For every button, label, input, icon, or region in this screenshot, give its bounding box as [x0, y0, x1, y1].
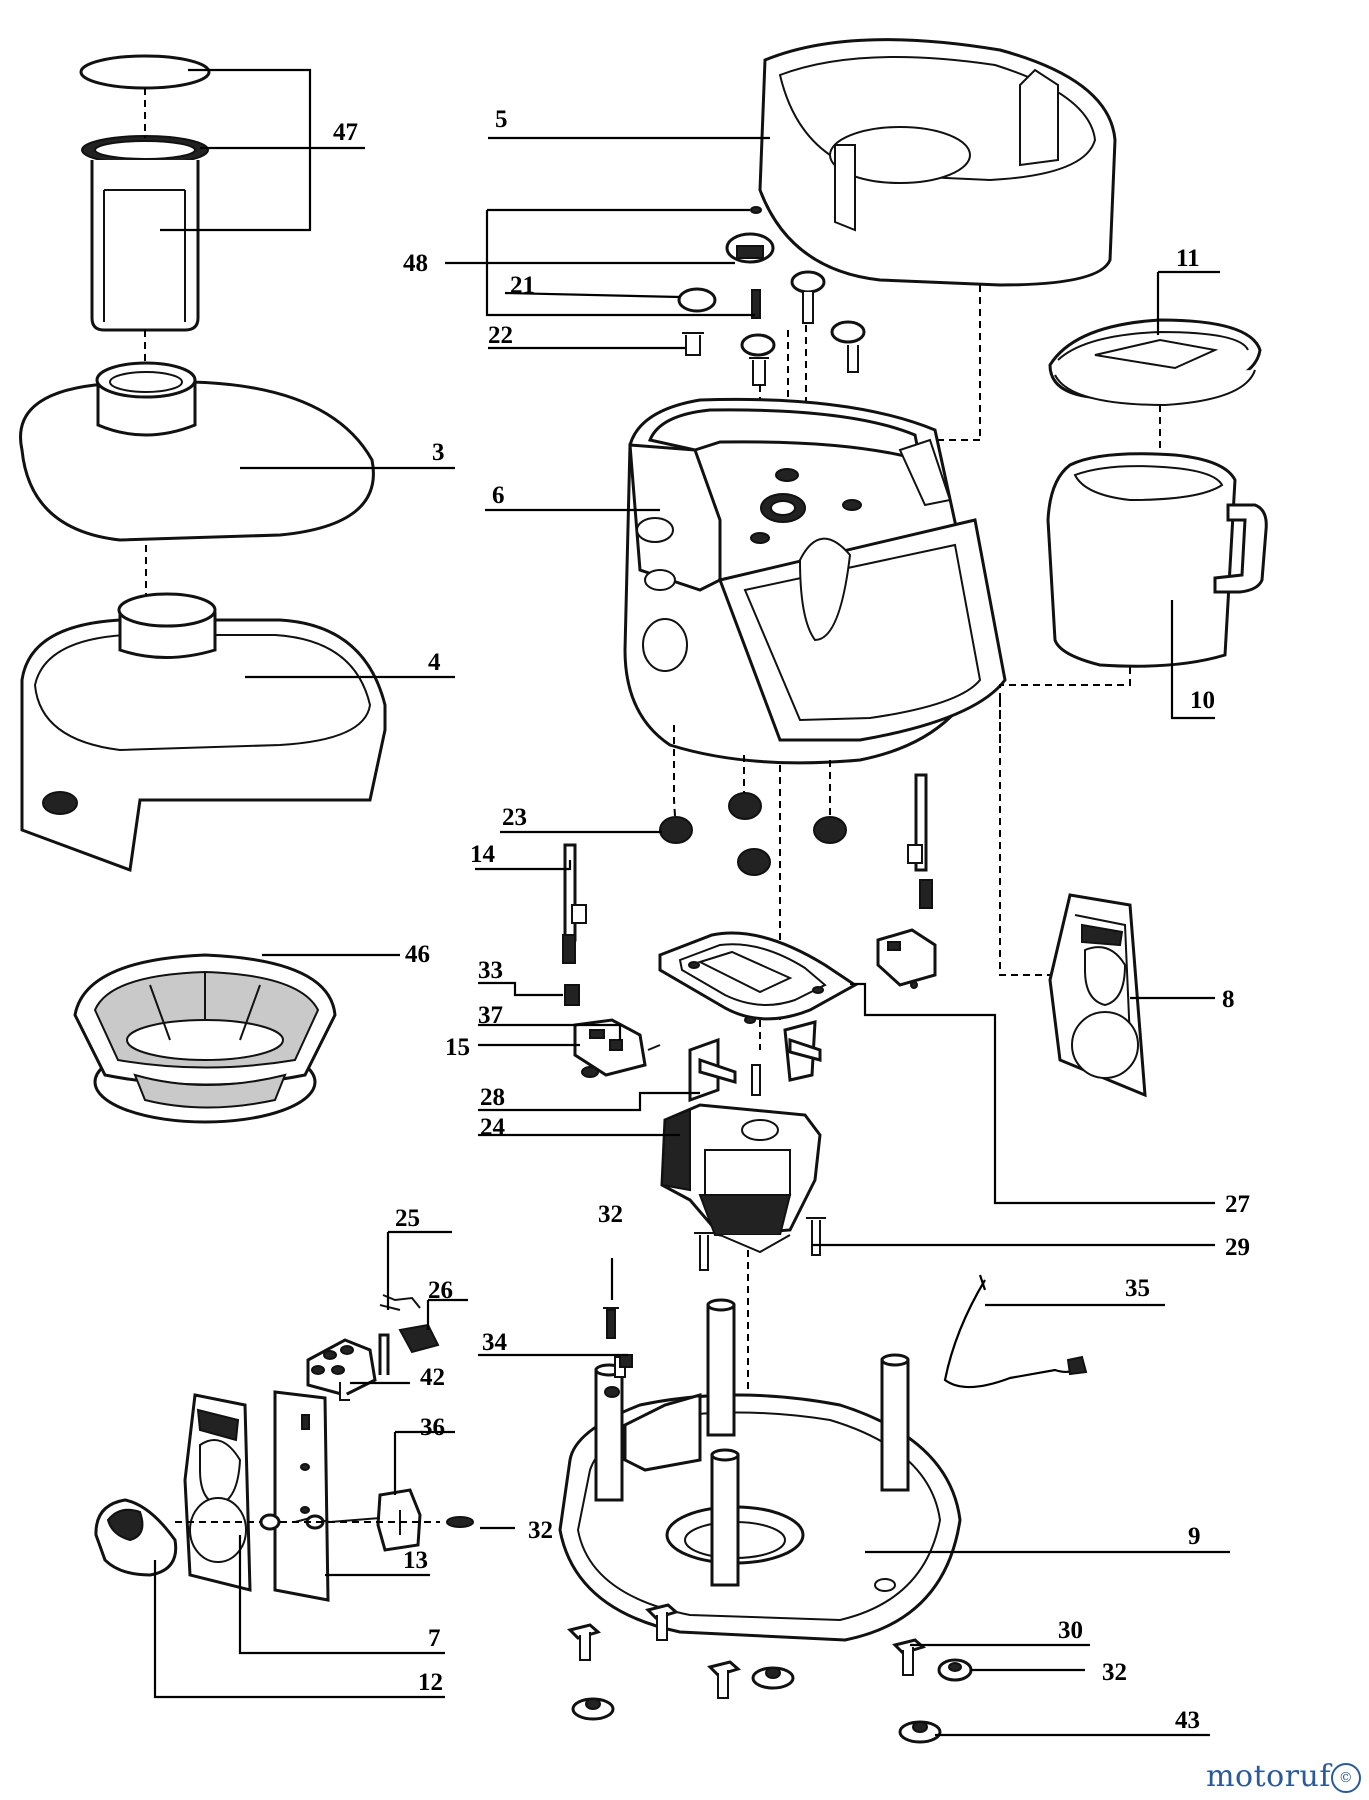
- base-screws-washers: [567, 1307, 973, 1744]
- callout-42: 42: [420, 1364, 445, 1391]
- callout-37: 37: [478, 1002, 503, 1029]
- part-23-rubber-feet: [659, 725, 847, 1020]
- part-6-main-housing: [623, 397, 1007, 765]
- part-46-filter-basket: [73, 953, 337, 1124]
- part-11-10-juice-jug: [999, 318, 1268, 700]
- watermark-text: motoruf: [1206, 1759, 1331, 1794]
- callout-9: 9: [1188, 1523, 1201, 1550]
- callout-25: 25: [395, 1205, 420, 1232]
- callout-34: 34: [482, 1329, 508, 1356]
- callout-32-bottom: 32: [1102, 1659, 1127, 1686]
- callout-3: 3: [432, 439, 445, 466]
- callout-32-top: 32: [598, 1201, 623, 1228]
- callout-10: 10: [1190, 687, 1215, 714]
- leader-lines: [153, 68, 1230, 1737]
- watermark: motoruf©: [1206, 1759, 1361, 1794]
- part-27-mount-plate: [658, 931, 858, 1050]
- callout-5: 5: [495, 106, 508, 133]
- callout-11: 11: [1176, 245, 1200, 272]
- callout-7: 7: [428, 1625, 441, 1652]
- callout-24: 24: [480, 1114, 506, 1141]
- callout-46: 46: [405, 941, 430, 968]
- callout-4: 4: [428, 649, 441, 676]
- part-8-side-panel: [999, 700, 1147, 1098]
- part-3-lid: [19, 330, 375, 600]
- callout-29: 29: [1225, 1234, 1250, 1261]
- callout-12: 12: [418, 1669, 443, 1696]
- callout-36: 36: [420, 1414, 445, 1441]
- callout-8: 8: [1222, 986, 1235, 1013]
- callout-13: 13: [403, 1547, 428, 1574]
- callout-15: 15: [445, 1034, 470, 1061]
- callout-43: 43: [1175, 1707, 1200, 1734]
- callout-48: 48: [403, 250, 428, 277]
- part-28-24-motor: [660, 1020, 826, 1495]
- part-4-cover: [20, 592, 387, 873]
- callout-27: 27: [1225, 1191, 1250, 1218]
- callout-6: 6: [492, 482, 505, 509]
- callout-28: 28: [480, 1084, 505, 1111]
- part-9-base: [558, 1298, 962, 1642]
- part-48-21-22-small-parts: [677, 206, 866, 480]
- part-14-33-37-15-switch: [562, 773, 937, 1078]
- callout-26: 26: [428, 1277, 453, 1304]
- callout-23: 23: [502, 804, 527, 831]
- callout-22: 22: [488, 322, 513, 349]
- part-35-power-cord: [943, 1274, 1088, 1389]
- callout-32-mid: 32: [528, 1517, 553, 1544]
- callout-numbers: 47 5 48 21 22 11 3 6 4 10 23 14 46 33 37…: [333, 106, 1250, 1734]
- callout-35: 35: [1125, 1275, 1150, 1302]
- watermark-badge: ©: [1331, 1763, 1361, 1793]
- callout-21: 21: [510, 272, 535, 299]
- callout-14: 14: [470, 841, 496, 868]
- part-5-pulp-bin: [758, 38, 1117, 441]
- control-assembly: [94, 1294, 474, 1602]
- callout-47: 47: [333, 119, 358, 146]
- callout-30: 30: [1058, 1617, 1083, 1644]
- part-47-pusher: [79, 54, 211, 332]
- callout-33: 33: [478, 957, 503, 984]
